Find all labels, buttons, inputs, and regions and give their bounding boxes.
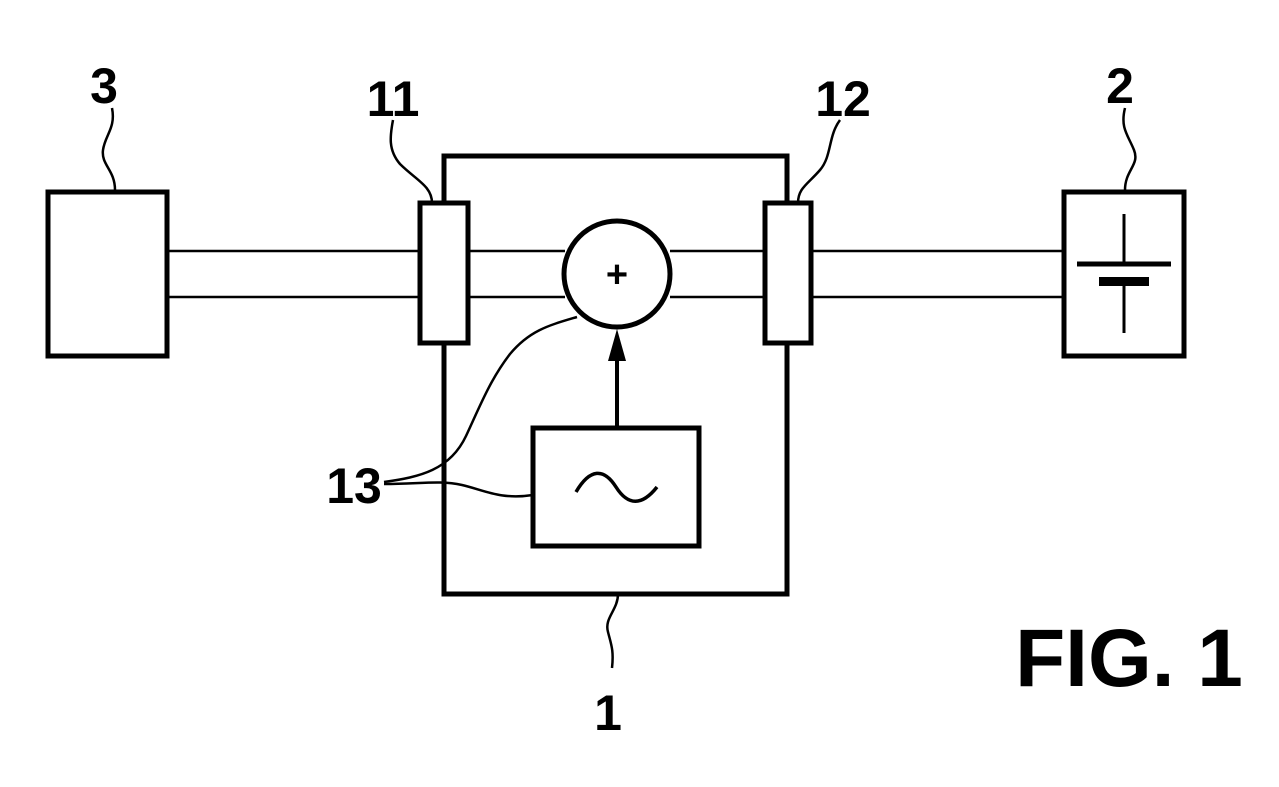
figure-caption: FIG. 1: [1015, 613, 1243, 704]
summer-plus-symbol: +: [606, 254, 628, 296]
ref-label-13: 13: [326, 458, 382, 514]
terminal-11: [417, 200, 471, 346]
battery-icon: [1077, 214, 1171, 333]
load-box: [45, 189, 170, 359]
terminal-12: [762, 200, 814, 346]
ref-label-12: 12: [815, 71, 871, 127]
signal-arrow-head: [608, 329, 626, 361]
leader-lines: [101, 107, 1137, 669]
sine-wave-icon: [574, 471, 659, 503]
ref-label-11: 11: [367, 71, 420, 127]
ref-label-3: 3: [90, 58, 118, 114]
ref-label-1: 1: [594, 685, 622, 741]
connection-lines: [167, 249, 1064, 299]
ref-label-2: 2: [1106, 58, 1134, 114]
summing-junction: [561, 218, 673, 330]
